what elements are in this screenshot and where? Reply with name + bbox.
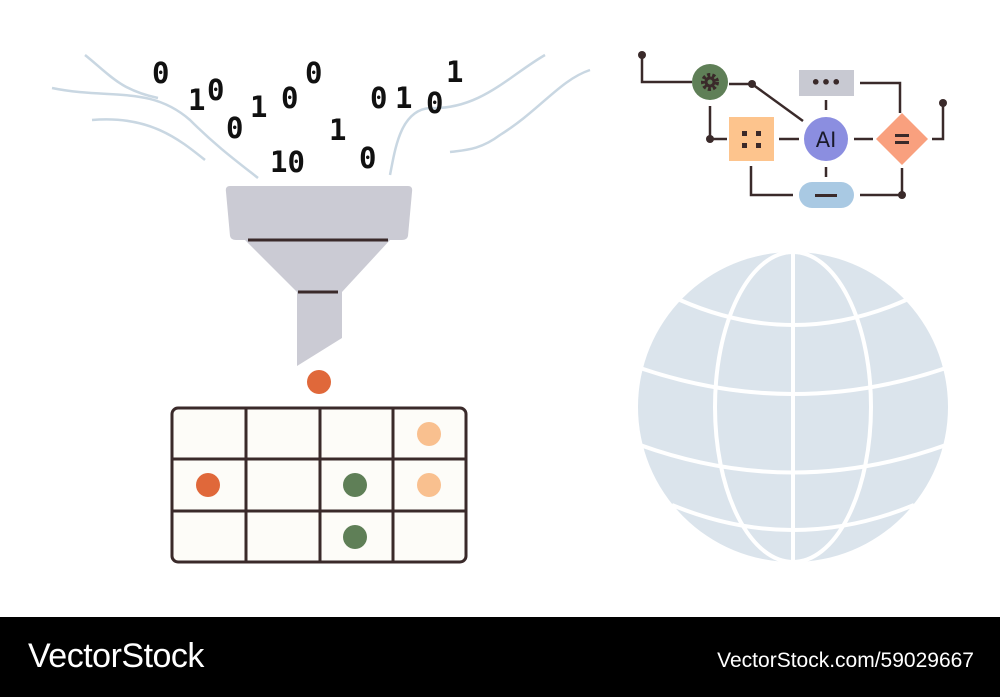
equals-diamond-icon: [876, 113, 928, 165]
funnel-icon: [225, 186, 413, 366]
digit: 1: [329, 113, 346, 147]
digit: 0: [370, 81, 387, 115]
grid-dot: [196, 473, 220, 497]
data-grid: [170, 406, 468, 564]
ai-node: [804, 117, 848, 161]
connector-dots: [638, 51, 947, 199]
digit: 0: [305, 56, 322, 90]
gear-icon: [692, 64, 728, 100]
falling-dot: [307, 370, 331, 394]
dots-box: [799, 70, 854, 96]
grid-dot: [417, 422, 441, 446]
globe-icon: [638, 250, 948, 564]
illustration: 0 1 0 0 1 0 0 1 10 0 0 1 0 1: [51, 51, 948, 564]
grid-square-icon: [729, 117, 774, 161]
binary-digits: 0 1 0 0 1 0 0 1 10 0 0 1 0 1: [152, 55, 463, 179]
watermark-bar: VectorStock VectorStock.com/59029667: [0, 617, 1000, 697]
grid-dot: [343, 525, 367, 549]
ai-flow-diagram: ••• AI: [638, 51, 947, 208]
grid-dot: [417, 473, 441, 497]
digit: 1: [250, 90, 267, 124]
watermark-url: VectorStock.com/59029667: [717, 649, 974, 672]
digit: 1: [395, 81, 412, 115]
watermark-brand: VectorStock: [28, 637, 204, 675]
grid-dot: [343, 473, 367, 497]
digit: 1: [446, 55, 463, 89]
digit: 10: [270, 145, 305, 179]
digit: 0: [426, 86, 443, 120]
digit: 0: [226, 111, 243, 145]
digit: 0: [281, 81, 298, 115]
dots-label: •••: [811, 73, 842, 92]
wavy-lines: [51, 53, 591, 179]
digit: 1: [188, 83, 205, 117]
digit: 0: [359, 141, 376, 175]
ai-label: AI: [816, 128, 837, 152]
minus-pill-icon: [799, 182, 854, 208]
digit: 0: [207, 73, 224, 107]
digit: 0: [152, 56, 169, 90]
